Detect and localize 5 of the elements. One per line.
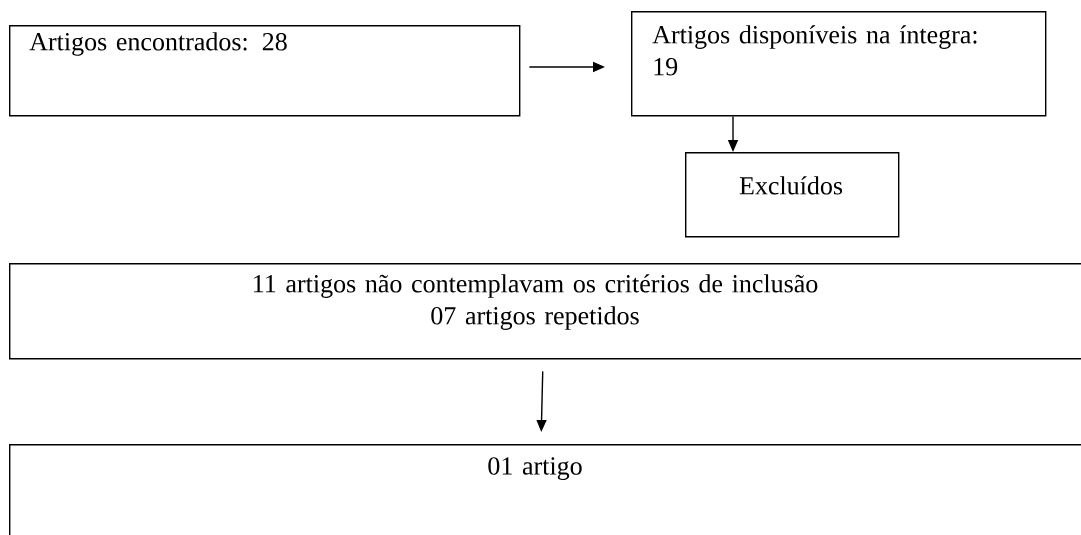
- process-box: Artigos disponíveis na íntegra: 19: [631, 11, 1047, 117]
- process-box: Excluídos: [685, 152, 900, 238]
- process-box: Artigos encontrados: 28: [9, 25, 521, 117]
- process-box: 01 artigo: [9, 444, 1081, 535]
- process-box: 11 artigos não contemplavam os critérios de inclusão 07 artigos repetidos: [9, 263, 1081, 360]
